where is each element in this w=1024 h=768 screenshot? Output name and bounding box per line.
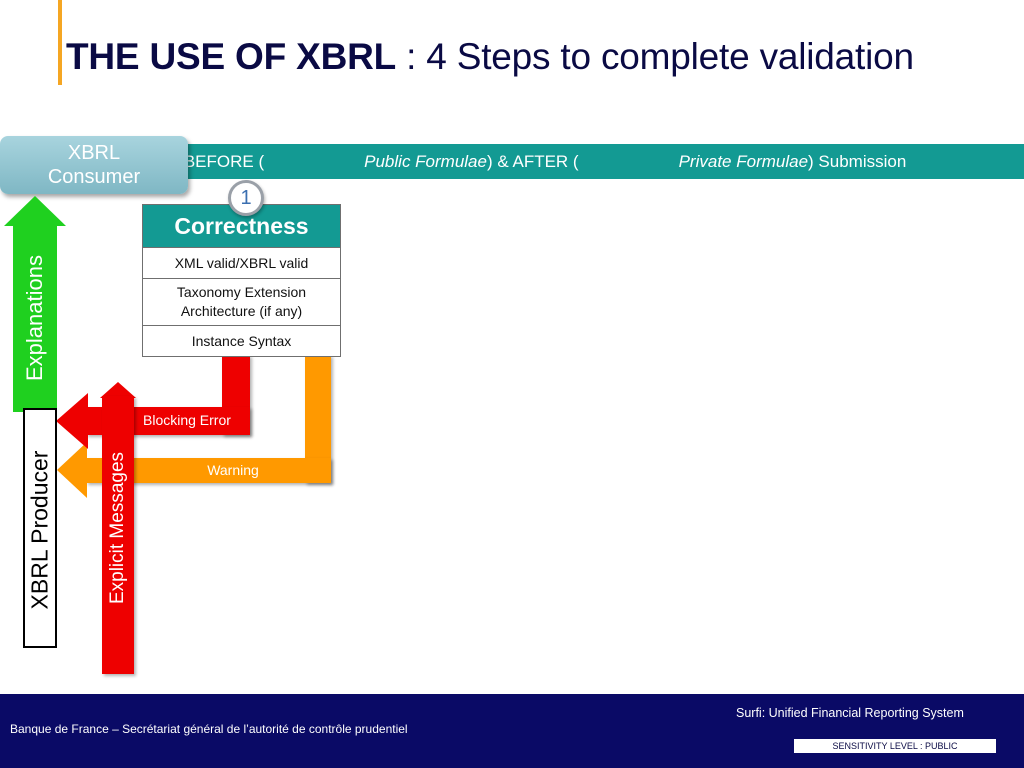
footer-band: [0, 694, 1024, 768]
slide-title: THE USE OF XBRL : 4 Steps to complete va…: [66, 36, 914, 78]
header-suffix: ) Submission: [808, 151, 907, 171]
explanations-label: Explanations: [22, 255, 47, 381]
correctness-table: Correctness XML valid/XBRL valid Taxonom…: [142, 204, 341, 357]
step-number-badge: 1: [228, 180, 264, 216]
warning-label: Warning: [207, 462, 259, 478]
slide-title-rest: : 4 Steps to complete validation: [396, 36, 914, 77]
sensitivity-badge: SENSITIVITY LEVEL : PUBLIC: [794, 739, 996, 753]
title-accent-bar: [58, 0, 62, 85]
blocking-error-label: Blocking Error: [143, 412, 231, 428]
blocking-arrow-head: [56, 393, 88, 449]
footer-system-name: Surfi: Unified Financial Reporting Syste…: [736, 706, 964, 720]
explicit-messages-arrow-head: [100, 382, 136, 398]
correctness-row: Taxonomy Extension Architecture (if any): [143, 279, 340, 326]
footer-organization: Banque de France – Secrétariat général d…: [10, 722, 408, 736]
validation-header-text: Validation BEFORE (Public Formulae) & AF…: [106, 152, 1024, 172]
explanations-arrow: [13, 225, 57, 412]
explicit-messages-label: Explicit Messages: [107, 451, 128, 605]
warning-arrow-head: [57, 442, 87, 498]
correctness-row: Instance Syntax: [191, 332, 292, 349]
consumer-line2: Consumer: [47, 166, 141, 188]
validation-header-band: Validation BEFORE (Public Formulae) & AF…: [106, 144, 1024, 179]
correctness-row: XML valid/XBRL valid: [143, 248, 340, 279]
consumer-line1: XBRL: [67, 142, 121, 164]
header-public-formulae: Public Formulae: [364, 151, 487, 171]
explicit-messages-arrow: [102, 396, 134, 674]
slide-title-bold: THE USE OF XBRL: [66, 36, 397, 77]
header-private-formulae: Private Formulae: [678, 151, 809, 171]
xbrl-producer-label: XBRL Producer: [26, 450, 53, 610]
explanations-arrow-head: [4, 196, 66, 226]
xbrl-producer-box: [23, 408, 57, 648]
header-middle: ) & AFTER (: [486, 151, 579, 171]
